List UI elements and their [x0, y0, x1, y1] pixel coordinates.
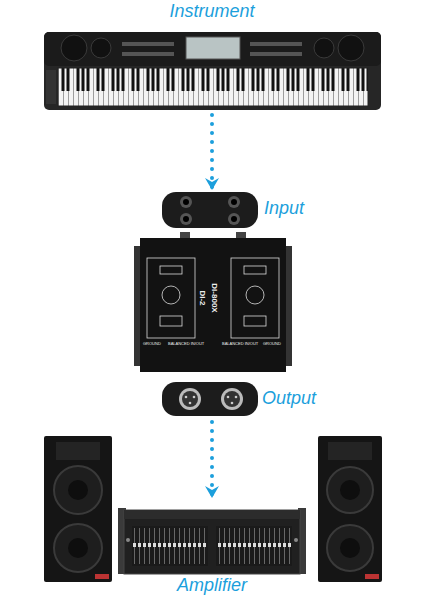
keyboard-illustration-part [250, 42, 302, 46]
device-marking: GROUND [263, 341, 281, 346]
device-marking: DI-800X [209, 283, 219, 312]
output-xlr-panel-part [189, 402, 192, 405]
device-marking: BALANCED IN/OUT [222, 341, 258, 346]
diagram-node: Instrument [40, 0, 384, 113]
di-box-illustration-part [244, 266, 266, 274]
stage-label: Instrument [169, 1, 254, 22]
keyboard-illustration-part [44, 32, 381, 110]
stage-label: Output [262, 388, 316, 409]
diagram-node: Amplifier [120, 498, 304, 598]
right-speaker-part [328, 442, 372, 460]
di-box-illustration-part [231, 258, 279, 338]
equalizer-rack-part [132, 526, 208, 566]
equalizer-rack-part [124, 510, 300, 574]
input-jack-panel-part [231, 199, 237, 205]
dotted-arrow [210, 422, 214, 496]
input-jack-panel-part [183, 199, 189, 205]
device-marking: BALANCED IN/OUT [168, 341, 204, 346]
output-xlr-panel-part [185, 396, 188, 399]
keyboard-illustration-part [58, 68, 368, 106]
right-speaker-part [340, 480, 360, 500]
equalizer-rack [118, 508, 306, 574]
equalizer-rack-part [216, 526, 292, 566]
di-box-illustration-part [147, 258, 195, 338]
output-xlr-panel-part [235, 396, 238, 399]
left-speaker-part [95, 574, 109, 579]
diagram-node: Input [160, 190, 310, 230]
output-xlr-panel-part [193, 396, 196, 399]
output-xlr-panel-part [224, 391, 240, 407]
output-xlr-panel-part [227, 396, 230, 399]
output-xlr-panel-part [179, 388, 201, 410]
keyboard-illustration-part [186, 37, 240, 59]
equalizer-rack-part [294, 538, 298, 542]
left-speaker [44, 436, 112, 582]
output-xlr-panel-part [231, 402, 234, 405]
keyboard-illustration-part [250, 52, 302, 56]
right-speaker-part [318, 436, 382, 582]
keyboard-illustration-part [314, 38, 334, 58]
input-jack-panel-part [162, 192, 258, 228]
equalizer-rack-part [126, 538, 130, 542]
di-box-illustration-part [140, 238, 286, 372]
di-box-illustration-part [246, 286, 264, 304]
keyboard-illustration-part [46, 70, 56, 104]
input-jack-panel-part [183, 216, 189, 222]
left-speaker-part [68, 538, 88, 558]
left-speaker-part [54, 524, 102, 572]
di-box-illustration-part [162, 286, 180, 304]
device-marking: DI-2 [197, 290, 207, 305]
keyboard-illustration [44, 32, 381, 110]
input-jack-panel-part [180, 213, 192, 225]
input-jack-panel-part [228, 196, 240, 208]
left-speaker-part [56, 442, 100, 460]
input-jack-panel-part [180, 196, 192, 208]
output-xlr-panel [162, 382, 258, 416]
right-speaker-part [327, 467, 373, 513]
input-jack-panel [162, 192, 258, 228]
stage-label: Amplifier [177, 575, 247, 596]
keyboard-illustration-part [122, 42, 174, 46]
output-xlr-panel-part [162, 382, 258, 416]
stage-label: Input [264, 198, 304, 219]
right-speaker-part [340, 538, 360, 558]
keyboard-illustration-part [44, 32, 381, 66]
left-speaker-part [68, 480, 88, 500]
keyboard-illustration-part [61, 35, 87, 61]
dotted-arrow [210, 115, 214, 188]
output-xlr-panel-part [221, 388, 243, 410]
input-jack-panel-part [228, 213, 240, 225]
equalizer-rack-part [124, 510, 300, 519]
keyboard-illustration-part [338, 35, 364, 61]
di-box-illustration-part [244, 316, 266, 326]
input-jack-panel-part [231, 216, 237, 222]
right-speaker-part [327, 525, 373, 571]
left-speaker-part [44, 436, 112, 582]
di-box-illustration-part [160, 266, 182, 274]
left-speaker-part [54, 466, 102, 514]
di-box-illustration-part [160, 316, 182, 326]
device-marking: GROUND [143, 341, 161, 346]
keyboard-illustration-part [91, 38, 111, 58]
diagram-node: Output [160, 380, 320, 420]
right-speaker-part [365, 574, 379, 579]
di-box-illustration [134, 232, 292, 372]
right-speaker [318, 436, 382, 582]
output-xlr-panel-part [182, 391, 198, 407]
keyboard-illustration-part [122, 52, 174, 56]
